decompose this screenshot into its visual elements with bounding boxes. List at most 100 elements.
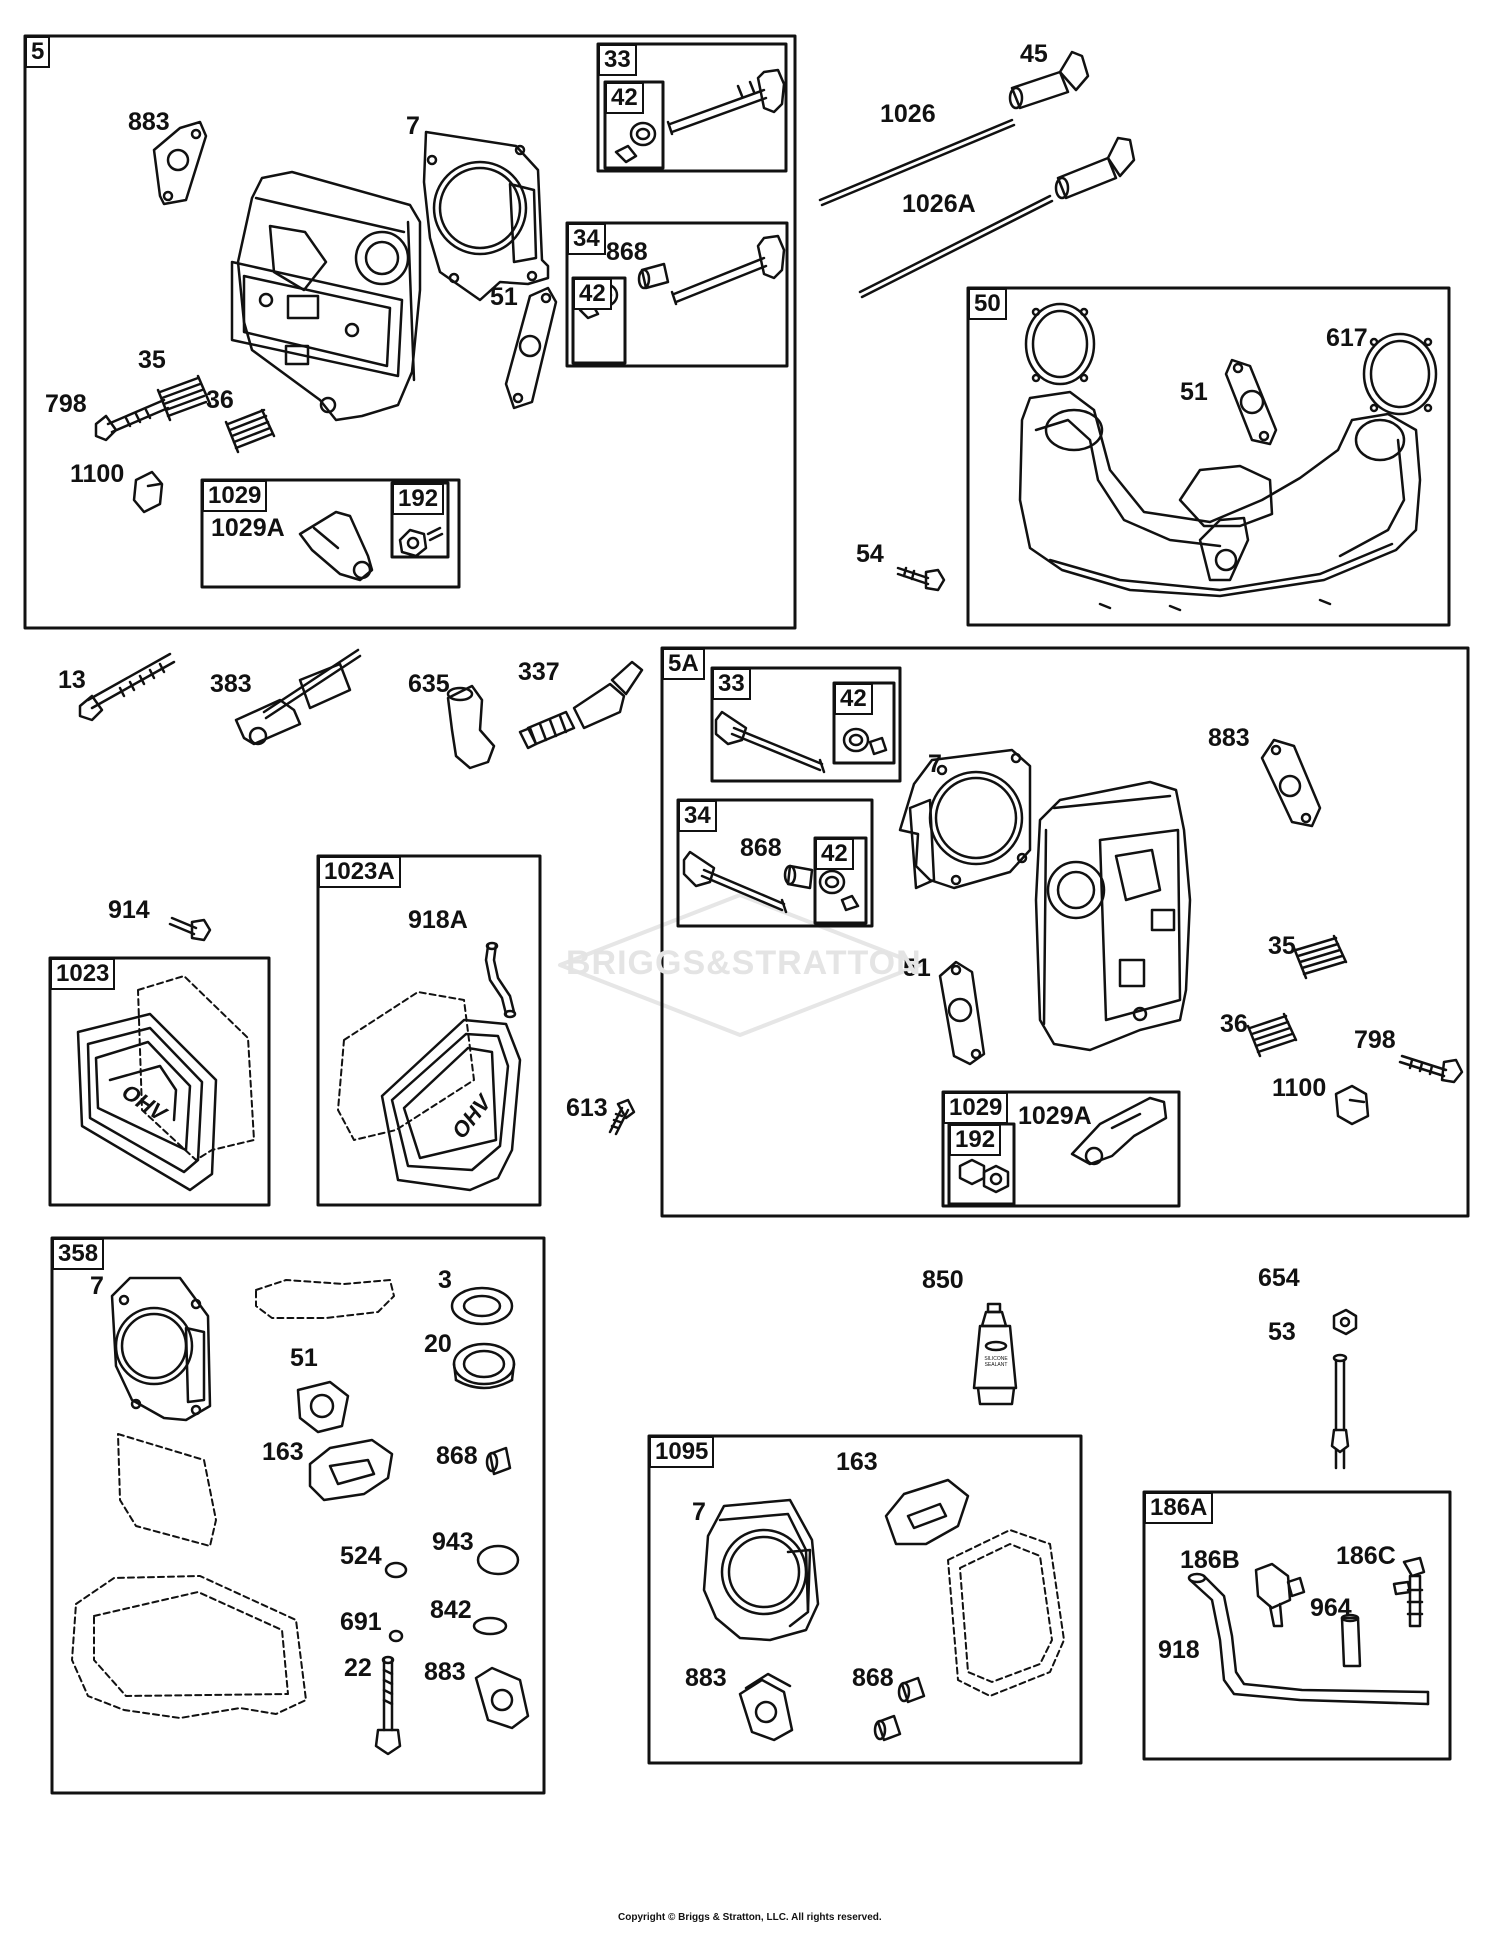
rocker-nut-1100-b bbox=[1334, 1084, 1370, 1126]
valve-spring-35-a bbox=[156, 374, 212, 422]
frame-186a bbox=[1142, 1490, 1452, 1761]
group-label-1029-b: 1029 bbox=[943, 1092, 1009, 1124]
part-label-7: 7 bbox=[90, 1272, 104, 1300]
group-label-192-b: 192 bbox=[949, 1124, 1002, 1156]
frame-1029-b bbox=[941, 1090, 1181, 1208]
exhaust-gasket-883-a bbox=[152, 120, 208, 206]
part-label-163: 163 bbox=[262, 1438, 304, 1466]
pushrod-1026 bbox=[818, 118, 1016, 207]
tube-1026a-end bbox=[1054, 136, 1136, 200]
part-label-798: 798 bbox=[45, 390, 87, 418]
intake-gasket-617-left bbox=[1024, 302, 1096, 386]
intake-valve-34-a bbox=[670, 234, 786, 306]
part-label-1026: 1026 bbox=[880, 100, 936, 128]
intake-gasket-617-right bbox=[1362, 332, 1438, 416]
bolt-798-a bbox=[94, 398, 170, 442]
part-label-691: 691 bbox=[340, 1608, 382, 1636]
part-label-186b: 186B bbox=[1180, 1546, 1240, 1574]
part-label-51: 51 bbox=[290, 1344, 318, 1372]
part-label-383: 383 bbox=[210, 670, 252, 698]
group-label-42-d: 42 bbox=[815, 838, 854, 870]
sealant-tube-850 bbox=[972, 1302, 1018, 1406]
spark-plug-boot-635 bbox=[446, 684, 496, 770]
part-label-51: 51 bbox=[903, 954, 931, 982]
group-label-33-b: 33 bbox=[712, 668, 751, 700]
exhaust-gasket-883-c bbox=[474, 1666, 530, 1730]
frame-34-b bbox=[676, 798, 874, 928]
intake-gasket-51-c bbox=[938, 960, 986, 1066]
part-label-635: 635 bbox=[408, 670, 450, 698]
part-label-3: 3 bbox=[438, 1266, 452, 1294]
part-label-524: 524 bbox=[340, 1542, 382, 1570]
part-label-35: 35 bbox=[1268, 932, 1296, 960]
part-label-13: 13 bbox=[58, 666, 86, 694]
part-label-883: 883 bbox=[128, 108, 170, 136]
part-label-7: 7 bbox=[928, 750, 942, 778]
valve-guide-868-b bbox=[783, 864, 814, 890]
group-frames bbox=[23, 34, 1470, 1795]
head-gasket-7-a bbox=[422, 130, 550, 302]
rocker-arm-1029a-a bbox=[298, 510, 374, 582]
part-label-1029a: 1029A bbox=[1018, 1102, 1092, 1130]
frame-33-a bbox=[596, 42, 788, 173]
cylinder-head-part-b bbox=[1034, 780, 1192, 1052]
group-label-42-c: 42 bbox=[834, 683, 873, 715]
oil-seal-20 bbox=[452, 1342, 516, 1390]
exhaust-valve-33-b bbox=[714, 710, 826, 774]
part-label-883: 883 bbox=[685, 1664, 727, 1692]
frame-1023a bbox=[316, 854, 542, 1207]
part-label-7: 7 bbox=[406, 112, 420, 140]
group-label-42-a: 42 bbox=[605, 82, 644, 114]
intake-gasket-51-b bbox=[1224, 358, 1278, 446]
part-label-842: 842 bbox=[430, 1596, 472, 1624]
part-label-163: 163 bbox=[836, 1448, 878, 1476]
intake-gasket-51-a bbox=[504, 286, 558, 410]
frame-358 bbox=[50, 1236, 546, 1795]
nut-stud-192-b bbox=[958, 1158, 1010, 1194]
part-label-51: 51 bbox=[1180, 378, 1208, 406]
rocker-arm-1029a-b bbox=[1070, 1096, 1168, 1166]
part-label-883: 883 bbox=[424, 1658, 466, 1686]
part-label-22: 22 bbox=[344, 1654, 372, 1682]
group-label-5a: 5A bbox=[662, 648, 705, 680]
valve-retainer-42-a bbox=[614, 121, 657, 164]
valve-guides-868-d bbox=[873, 1676, 926, 1742]
part-label-53: 53 bbox=[1268, 1318, 1296, 1346]
breather-tube-918a bbox=[484, 941, 517, 1019]
group-label-192-a: 192 bbox=[392, 483, 445, 515]
watermark-logo bbox=[558, 893, 922, 1037]
part-label-964: 964 bbox=[1310, 1594, 1352, 1622]
gasket-163-b bbox=[884, 1478, 970, 1546]
intake-gasket-51-d bbox=[296, 1380, 350, 1434]
valve-retainer-42-d bbox=[818, 869, 860, 912]
oring-943 bbox=[476, 1544, 520, 1576]
exhaust-gasket-883-b bbox=[1260, 738, 1322, 828]
part-label-883: 883 bbox=[1208, 724, 1250, 752]
cylinder-head-part-a bbox=[230, 170, 422, 422]
frame-1095 bbox=[647, 1434, 1083, 1765]
group-label-1095: 1095 bbox=[649, 1436, 715, 1468]
oring-691 bbox=[388, 1629, 404, 1643]
part-label-850: 850 bbox=[922, 1266, 964, 1294]
part-label-186c: 186C bbox=[1336, 1542, 1396, 1570]
valve-spring-35-b bbox=[1292, 934, 1348, 980]
head-gasket-7-c bbox=[110, 1276, 212, 1422]
head-gasket-7-b bbox=[898, 748, 1032, 890]
fitting-186c bbox=[1392, 1556, 1426, 1628]
frame-1023 bbox=[48, 956, 271, 1207]
group-label-50: 50 bbox=[968, 288, 1007, 320]
valve-retainer-42-c bbox=[842, 727, 888, 756]
part-label-617: 617 bbox=[1326, 324, 1368, 352]
group-label-33-a: 33 bbox=[598, 44, 637, 76]
part-label-54: 54 bbox=[856, 540, 884, 568]
part-label-654: 654 bbox=[1258, 1264, 1300, 1292]
screw-914 bbox=[168, 916, 212, 942]
nut-stud-192-a bbox=[398, 526, 444, 558]
head-gasket-7-d bbox=[702, 1498, 820, 1642]
exhaust-valve-33-a bbox=[666, 68, 786, 136]
fitting-186b bbox=[1254, 1562, 1306, 1628]
exhaust-gasket-883-d bbox=[738, 1672, 794, 1742]
watermark-text: BRIGGS&STRATTON bbox=[566, 944, 922, 982]
intake-valve-34-b bbox=[682, 850, 788, 914]
